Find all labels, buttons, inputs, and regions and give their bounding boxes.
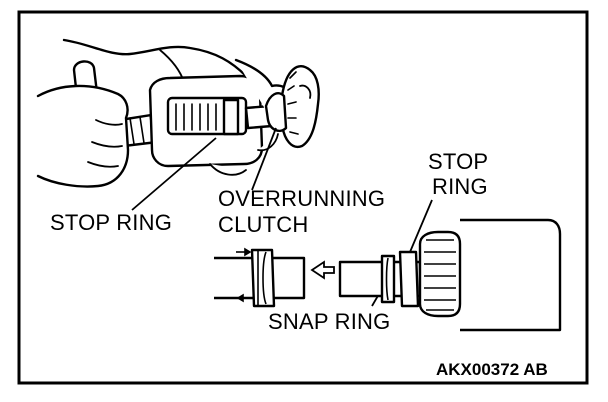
shaft-left-illustration — [214, 248, 306, 308]
figure-code: AKX00372 AB — [436, 360, 548, 379]
label-stop-right: STOP — [428, 149, 489, 174]
direction-arrows — [236, 247, 252, 303]
leader-lines — [131, 127, 433, 307]
label-stop-ring-left: STOP RING — [50, 210, 173, 235]
diagram-border — [17, 10, 589, 385]
label-overrunning: OVERRUNNING — [218, 186, 386, 211]
label-snap-ring: SNAP RING — [268, 309, 391, 334]
shaft-right-illustration — [338, 218, 562, 332]
label-clutch: CLUTCH — [218, 212, 309, 237]
assembly-direction-arrow — [310, 260, 335, 280]
hands-tool-illustration — [36, 38, 320, 188]
label-ring-right: RING — [432, 174, 488, 199]
